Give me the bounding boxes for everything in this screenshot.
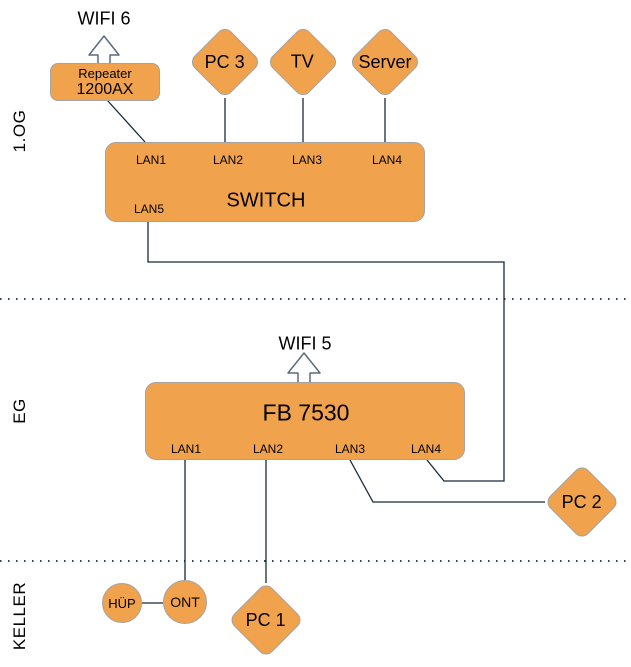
floor-label-eg: EG [10,398,29,424]
switch-port-lan1: LAN1 [135,153,167,167]
ont-label: ONT [170,594,200,610]
switch-port-lan2: LAN2 [212,153,244,167]
server-label: Server [358,51,412,72]
router-port-lan3: LAN3 [334,442,366,456]
router-port-lan4: LAN4 [410,442,442,456]
router-node: FB 7530 LAN1 LAN2 LAN3 LAN4 [145,382,465,460]
wifi6-arrow-icon [88,35,120,65]
switch-port-lan3: LAN3 [291,153,323,167]
pc1-label: PC 1 [245,609,287,630]
wifi6-label: WIFI 6 [77,8,131,29]
switch-port-lan4: LAN4 [371,153,403,167]
huep-label: HÜP [108,595,136,611]
tv-label: TV [291,51,315,72]
repeater-node: Repeater 1200AX [50,63,160,101]
floor-label-keller: KELLER [10,581,29,651]
switch-title: SWITCH [226,189,306,212]
edge-repeater-switch-lan1 [106,99,146,143]
repeater-label-line1: Repeater [78,66,132,81]
switch-node: LAN1 LAN2 LAN3 LAN4 LAN5 SWITCH [105,142,425,222]
router-port-lan1: LAN1 [170,442,202,456]
pc3-label: PC 3 [204,51,246,72]
floor-label-1og: 1.OG [10,109,29,153]
switch-port-lan5: LAN5 [133,202,165,216]
edge-switch-lan5-router-lan4 [147,222,505,482]
ont-node: ONT [163,580,207,624]
edge-router-lan3-pc2 [349,459,545,503]
wifi5-arrow-icon [287,352,321,384]
wifi5-label: WIFI 5 [278,333,332,354]
repeater-label-line2: 1200AX [76,81,134,98]
pc2-label: PC 2 [561,491,603,512]
router-title: FB 7530 [262,399,350,426]
huep-node: HÜP [102,583,142,623]
router-port-lan2: LAN2 [252,442,284,456]
